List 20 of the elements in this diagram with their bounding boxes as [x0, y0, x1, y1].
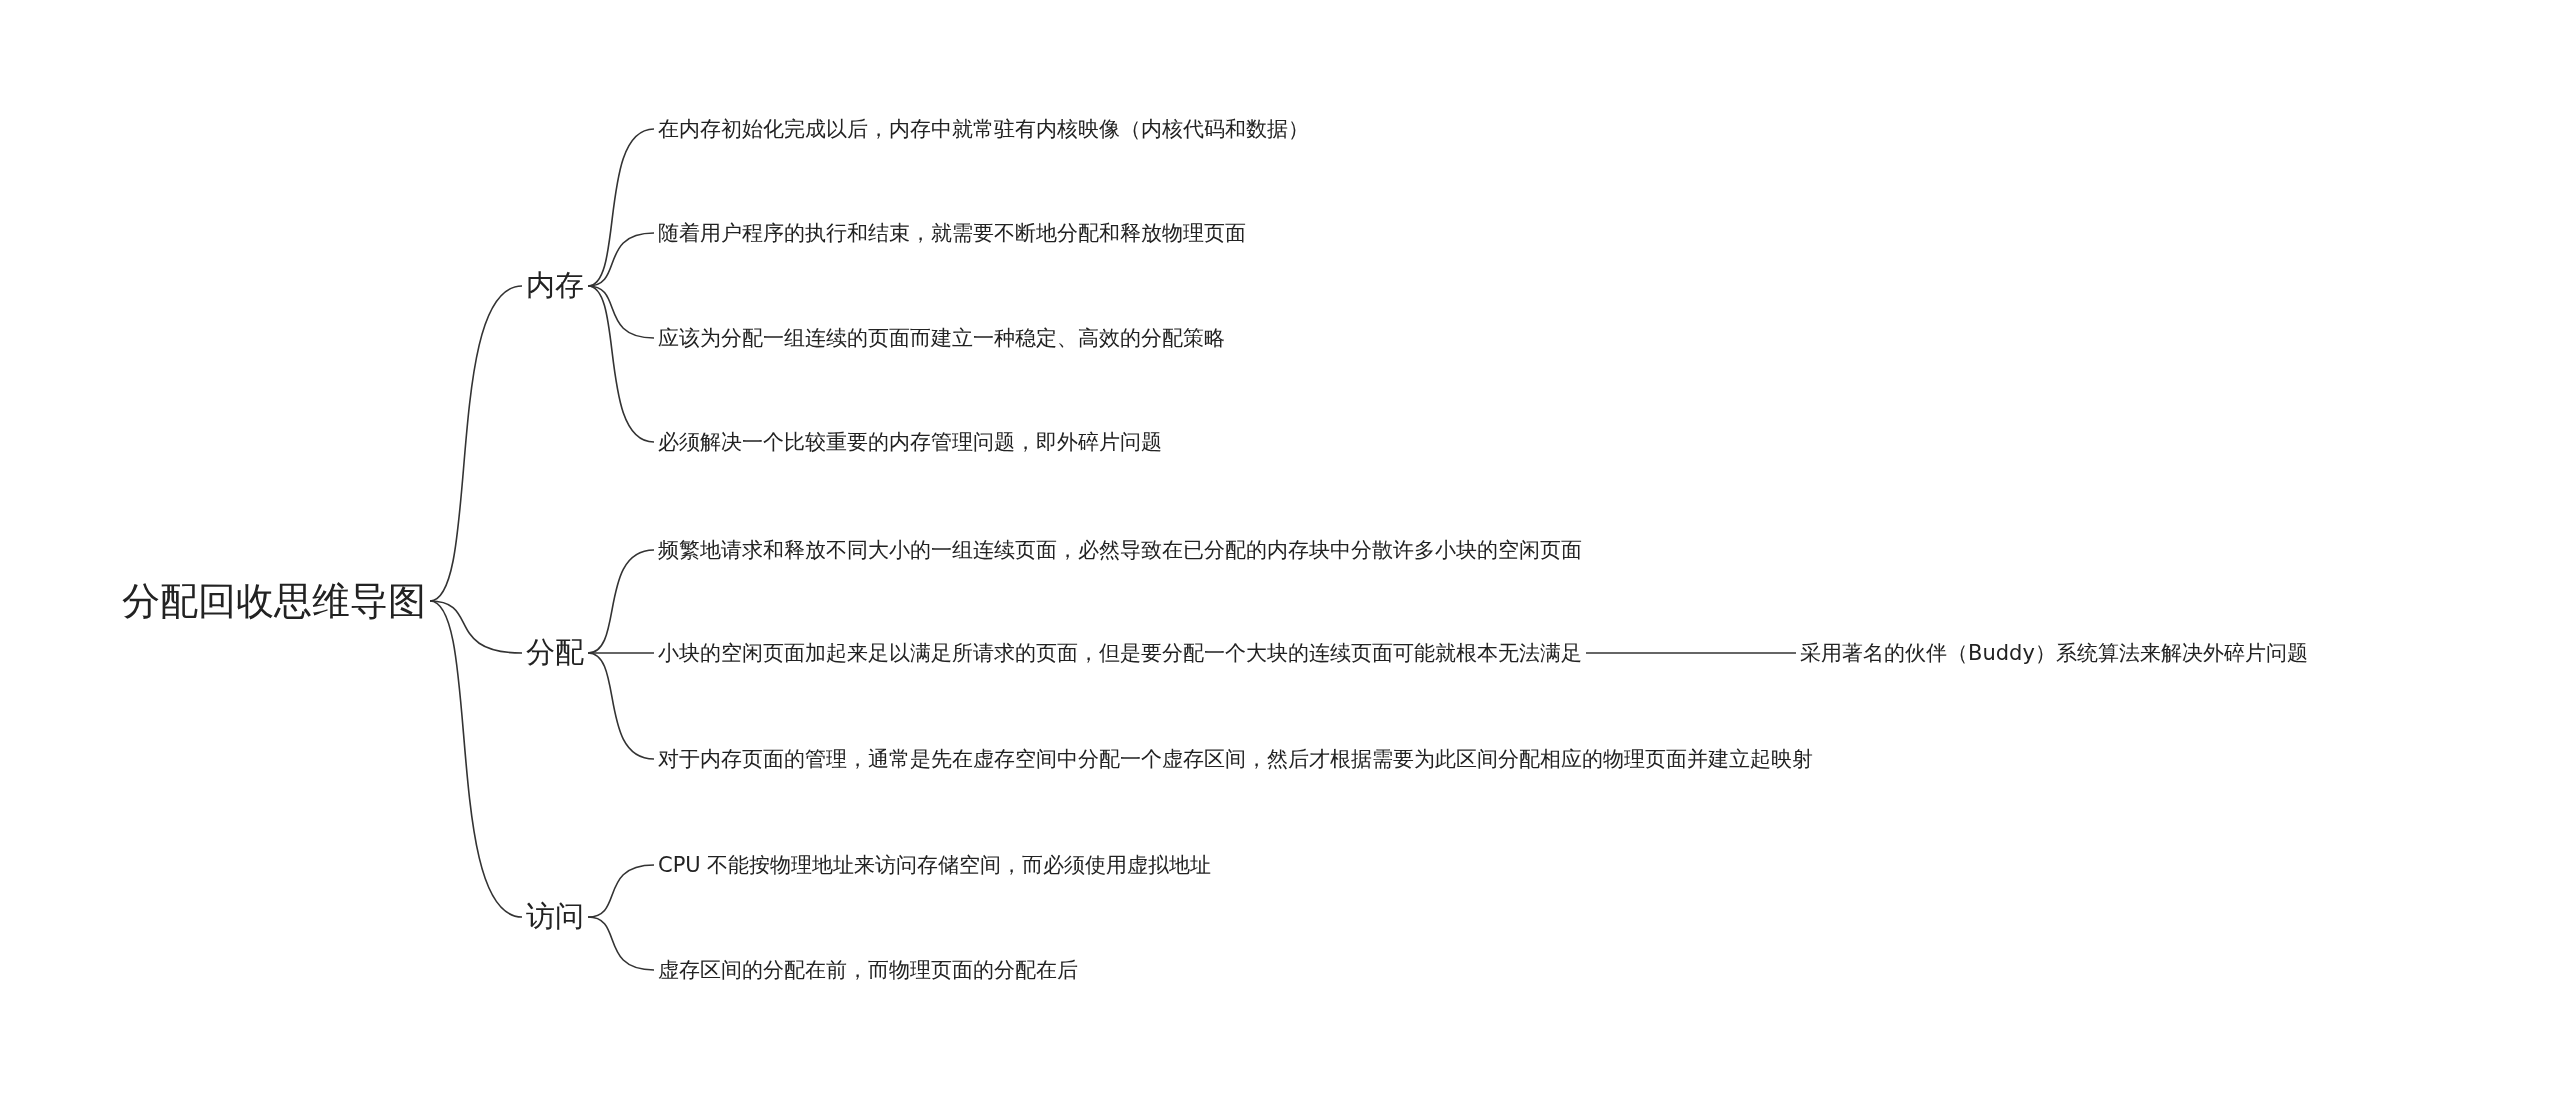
leaf-topic: 小块的空闲页面加起来足以满足所请求的页面，但是要分配一个大块的连续页面可能就根本无法满足 — [654, 637, 1586, 669]
leaf-topic: 应该为分配一组连续的页面而建立一种稳定、高效的分配策略 — [654, 322, 1229, 354]
leaf-topic: 对于内存页面的管理，通常是先在虚存空间中分配一个虚存区间，然后才根据需要为此区间分配相应的物理页面并建立起映射 — [654, 743, 1817, 775]
connector-line — [429, 600, 523, 918]
leaf-topic: 必须解决一个比较重要的内存管理问题，即外碎片问题 — [654, 426, 1166, 458]
connector-line — [429, 600, 523, 654]
leaf-topic: CPU 不能按物理地址来访问存储空间，而必须使用虚拟地址 — [654, 849, 1216, 881]
branch-topic: 访问 — [522, 895, 588, 939]
branch-topic: 分配 — [522, 631, 588, 675]
connector-line — [587, 285, 655, 443]
connector-line — [587, 652, 655, 760]
leaf-topic: 在内存初始化完成以后，内存中就常驻有内核映像（内核代码和数据） — [654, 113, 1313, 145]
leaf-topic: 采用著名的伙伴（Buddy）系统算法来解决外碎片问题 — [1796, 637, 2312, 669]
connector-line — [587, 916, 655, 971]
leaf-topic: 随着用户程序的执行和结束，就需要不断地分配和释放物理页面 — [654, 217, 1250, 249]
leaf-topic: 频繁地请求和释放不同大小的一组连续页面，必然导致在已分配的内存块中分散许多小块的空闲页面 — [654, 534, 1586, 566]
root-topic: 分配回收思维导图 — [118, 573, 430, 629]
branch-topic: 内存 — [522, 264, 588, 308]
connector-line — [1585, 652, 1797, 654]
leaf-topic: 虚存区间的分配在前，而物理页面的分配在后 — [654, 954, 1082, 986]
